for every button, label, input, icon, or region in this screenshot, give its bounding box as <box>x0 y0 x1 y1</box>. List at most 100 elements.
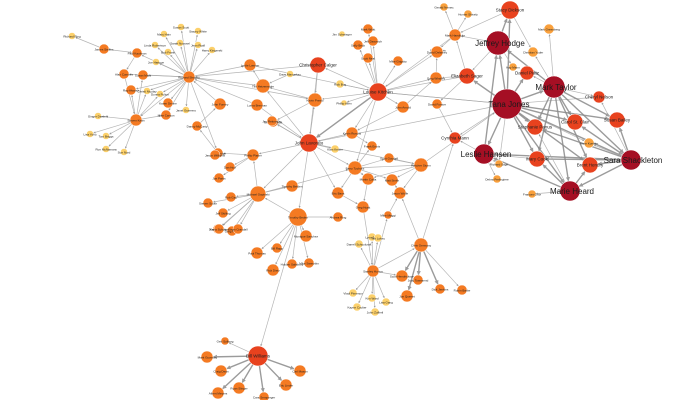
node-circle[interactable] <box>255 78 271 94</box>
node-lorna[interactable]: Lorna Brennan <box>247 98 267 112</box>
node-kevin-presto[interactable]: Kevin Presto <box>306 92 324 108</box>
node-circle[interactable] <box>366 264 380 278</box>
node-circle[interactable] <box>191 120 203 132</box>
node-elizabeth[interactable]: Elizabeth Sager <box>451 67 483 85</box>
node-circle[interactable] <box>307 92 323 108</box>
node-circle[interactable] <box>559 180 581 202</box>
node-greg-hyatt[interactable]: Greg Hyatt <box>356 200 371 214</box>
node-leslie-lawner[interactable]: Leslie Lawner <box>241 58 260 72</box>
node-mike-carson[interactable]: Mike Carson <box>158 109 175 121</box>
node-circle[interactable] <box>249 185 267 203</box>
node-circle[interactable] <box>347 160 363 176</box>
node-circle[interactable] <box>225 191 237 203</box>
node-circle[interactable] <box>583 137 595 149</box>
node-circle[interactable] <box>299 133 319 153</box>
node-david-forster[interactable]: David Forster <box>428 98 446 110</box>
node-circle[interactable] <box>309 56 327 74</box>
node-circle[interactable] <box>279 378 293 392</box>
node-circle[interactable] <box>160 30 168 38</box>
node-circle[interactable] <box>200 350 214 364</box>
node-chris-germany[interactable]: Chris Germany <box>411 237 432 253</box>
node-circle[interactable] <box>383 210 393 220</box>
node-mark-greenberg[interactable]: Mark Greenberg <box>538 23 560 35</box>
node-jim-schwieger[interactable]: Jim Schwieger <box>332 30 352 38</box>
node-circle[interactable] <box>176 39 184 47</box>
node-scott-goodell[interactable]: Scott Goodell <box>380 152 398 164</box>
node-circle[interactable] <box>177 23 185 31</box>
node-circle[interactable] <box>194 27 202 35</box>
node-circle[interactable] <box>352 39 364 51</box>
node-circle[interactable] <box>458 67 476 85</box>
node-rob-gay[interactable]: Rob Gay <box>225 191 237 203</box>
node-circle[interactable] <box>367 35 379 47</box>
node-circle[interactable] <box>246 148 260 162</box>
node-circle[interactable] <box>528 150 546 168</box>
node-circle[interactable] <box>247 345 269 367</box>
node-circle[interactable] <box>194 41 202 49</box>
node-jeff-dasovich-2[interactable]: Karen Denne <box>159 97 177 109</box>
node-robin-barbe[interactable]: Robin Barbe <box>454 284 471 296</box>
node-jeff-skilling[interactable]: Jeff Skilling <box>215 207 231 219</box>
node-circle[interactable] <box>211 386 225 400</box>
node-barry-tycholiz[interactable]: Barry Tycholiz <box>346 160 365 176</box>
node-circle[interactable] <box>286 70 294 78</box>
node-circle[interactable] <box>434 283 446 295</box>
node-rick-buy[interactable]: Rick Buy <box>334 79 346 89</box>
node-circle[interactable] <box>542 75 566 99</box>
node-circle[interactable] <box>519 65 535 81</box>
node-mike-maggi[interactable]: Mike Maggi <box>380 210 396 220</box>
node-circle[interactable] <box>330 144 340 154</box>
node-circle[interactable] <box>485 30 511 56</box>
node-cara-semperger[interactable]: Cara Semperger <box>253 391 275 400</box>
node-mike-swerzbin[interactable]: Mike Swerzbin <box>299 257 319 269</box>
node-circle[interactable] <box>94 112 102 120</box>
node-circle[interactable] <box>214 364 228 378</box>
node-ray-alvarez[interactable]: Ray Alvarez <box>123 84 140 96</box>
node-leaf-18[interactable]: Sue Nord <box>118 148 131 156</box>
node-craig-dean[interactable]: Craig Dean <box>213 364 229 378</box>
node-circle[interactable] <box>393 186 407 200</box>
node-cheryl[interactable]: Cheryl Nelson <box>585 90 614 104</box>
node-kayne-coulter[interactable]: Kayne Coulter <box>347 302 367 312</box>
node-darrell-schoolcraft[interactable]: Darrell Schoolcraft <box>347 239 372 249</box>
node-dan-h[interactable]: Danny McCarty <box>187 120 208 132</box>
node-carl-mason[interactable]: Carl Mason <box>292 364 308 378</box>
node-leaf-15[interactable]: Lisa Yoho <box>83 130 97 138</box>
node-circle[interactable] <box>366 140 378 152</box>
node-circle[interactable] <box>224 161 236 173</box>
node-circle[interactable] <box>348 288 358 298</box>
node-ryan-slinger[interactable]: Ryan Slinger <box>230 381 248 395</box>
node-circle[interactable] <box>381 297 391 307</box>
node-monique-sanchez[interactable]: Monique Sanchez <box>294 229 319 243</box>
node-marie[interactable]: Marie Heard <box>550 180 594 202</box>
node-circle[interactable] <box>392 55 404 67</box>
node-circle[interactable] <box>448 28 462 42</box>
node-circle[interactable] <box>448 131 462 145</box>
node-dick-jenkins[interactable]: Dick Jenkins <box>432 283 449 295</box>
node-circle[interactable] <box>430 45 444 59</box>
node-circle[interactable] <box>68 32 76 40</box>
node-leslie[interactable]: Leslie Hansen <box>461 143 512 165</box>
node-circle[interactable] <box>182 70 196 84</box>
node-diana-scholtes[interactable]: Diana Scholtes <box>209 223 230 235</box>
node-circle[interactable] <box>332 211 344 223</box>
node-circle[interactable] <box>400 289 414 303</box>
node-john-arnold[interactable]: John Arnold <box>395 100 411 114</box>
node-dan-hyvl[interactable]: Dan Hyvl <box>224 161 237 173</box>
node-circle[interactable] <box>356 200 370 214</box>
node-circle[interactable] <box>152 58 160 66</box>
node-jason-wolfe[interactable]: Jason Wolfe <box>392 186 409 200</box>
node-circle[interactable] <box>118 68 130 80</box>
node-circle[interactable] <box>429 71 443 85</box>
node-circle[interactable] <box>102 145 110 153</box>
node-circle[interactable] <box>164 48 172 56</box>
node-circle[interactable] <box>266 263 280 277</box>
node-circle[interactable] <box>137 69 149 81</box>
node-leaf-17[interactable]: Ron McNamara <box>95 145 117 153</box>
node-circle[interactable] <box>266 115 278 127</box>
node-stacy[interactable]: Stacy Dickson <box>496 0 525 20</box>
node-circle[interactable] <box>285 179 299 193</box>
node-circle[interactable] <box>508 62 518 72</box>
node-sally-beck[interactable]: Sally Beck <box>351 39 366 51</box>
node-kim-ward[interactable]: Kim Ward <box>365 293 379 303</box>
